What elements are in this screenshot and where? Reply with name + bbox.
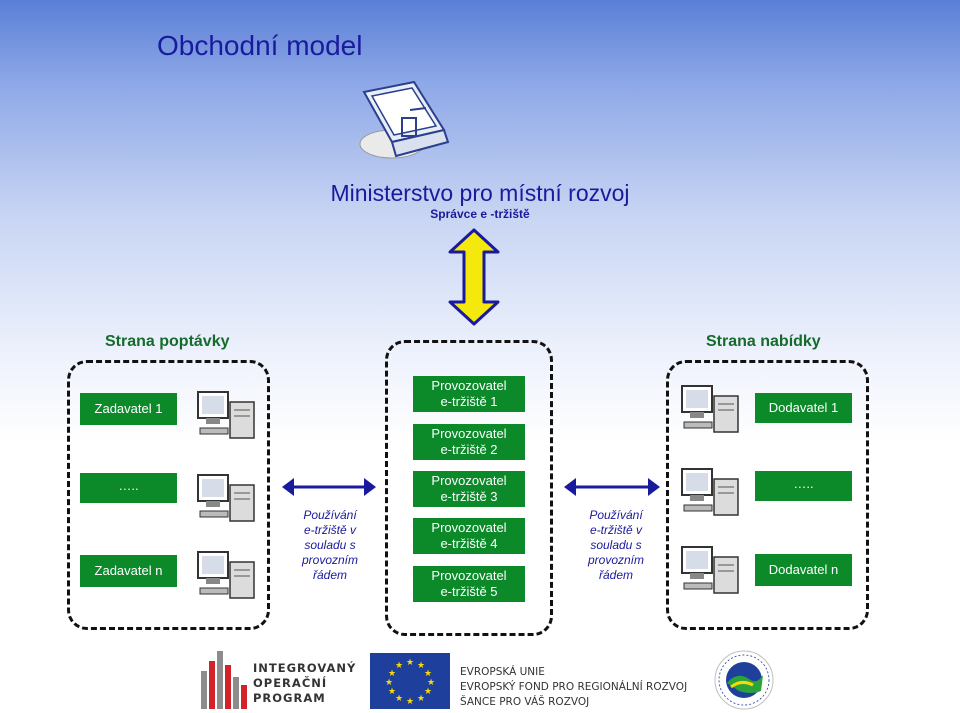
usage-text-right: Používání e-tržiště v souladu s provozní… <box>566 508 666 583</box>
usage-line: souladu s <box>304 538 356 552</box>
eu-line: EVROPSKÝ FOND PRO REGIONÁLNÍ ROZVOJ <box>460 681 688 693</box>
footer-logos: INTEGROVANÝ OPERAČNÍ PROGRAM ★★★ ★★★ ★★★… <box>195 643 810 711</box>
computer-icon <box>681 546 739 594</box>
operator-box: Provozovatel e-tržiště 4 <box>413 518 525 554</box>
supply-item: Dodavatel 1 <box>755 393 852 423</box>
svg-text:★: ★ <box>395 694 403 704</box>
usage-line: e-tržiště v <box>589 523 642 537</box>
ministry-name: Ministerstvo pro místní rozvoj <box>330 180 630 206</box>
usage-text-left: Používání e-tržiště v souladu s provozní… <box>280 508 380 583</box>
svg-text:★: ★ <box>417 694 425 704</box>
operator-line2: e-tržiště 4 <box>440 536 498 552</box>
operator-line2: e-tržiště 5 <box>440 584 498 600</box>
usage-line: Používání <box>303 508 357 522</box>
laptop-icon <box>359 80 450 159</box>
demand-side-label: Strana poptávky <box>105 333 230 350</box>
svg-text:★: ★ <box>406 697 414 707</box>
iop-line: INTEGROVANÝ <box>253 661 357 675</box>
supply-item: Dodavatel n <box>755 554 852 586</box>
usage-line: e-tržiště v <box>303 523 356 537</box>
iop-logo-icon <box>201 651 247 709</box>
iop-line: OPERAČNÍ <box>253 676 328 690</box>
demand-item: Zadavatel 1 <box>80 393 177 425</box>
operator-line2: e-tržiště 1 <box>440 394 498 410</box>
eu-flag-icon: ★★★ ★★★ ★★★ ★★★ <box>370 653 450 709</box>
svg-text:★: ★ <box>427 678 435 688</box>
svg-text:★: ★ <box>385 678 393 688</box>
operator-line1: Provozovatel <box>431 520 507 535</box>
eu-text: EVROPSKÁ UNIE EVROPSKÝ FOND PRO REGIONÁL… <box>460 665 687 710</box>
double-arrow-icon <box>282 478 376 496</box>
supply-item: ….. <box>755 471 852 501</box>
operator-line1: Provozovatel <box>431 426 507 441</box>
eu-line: ŠANCE PRO VÁŠ ROZVOJ <box>460 696 590 708</box>
operator-line1: Provozovatel <box>431 473 507 488</box>
operator-line2: e-tržiště 3 <box>440 489 498 505</box>
usage-line: souladu s <box>590 538 642 552</box>
demand-item: ….. <box>80 473 177 503</box>
operator-line1: Provozovatel <box>431 568 507 583</box>
svg-text:★: ★ <box>388 669 396 679</box>
demand-group <box>67 360 270 630</box>
computer-icon <box>197 551 255 599</box>
eu-line: EVROPSKÁ UNIE <box>460 666 545 678</box>
computer-icon <box>681 468 739 516</box>
iop-text: INTEGROVANÝ OPERAČNÍ PROGRAM <box>253 661 356 706</box>
usage-line: provozním <box>301 553 359 567</box>
usage-line: řádem <box>312 568 347 582</box>
usage-line: provozním <box>587 553 645 567</box>
page-title: Obchodní model <box>157 30 363 61</box>
demand-item: Zadavatel n <box>80 555 177 587</box>
iop-line: PROGRAM <box>253 691 326 705</box>
computer-icon <box>197 474 255 522</box>
computer-icon <box>197 391 255 439</box>
supply-group <box>666 360 869 630</box>
svg-text:★: ★ <box>424 669 432 679</box>
svg-text:★: ★ <box>395 661 403 671</box>
operator-line2: e-tržiště 2 <box>440 442 498 458</box>
usage-line: řádem <box>598 568 633 582</box>
svg-text:★: ★ <box>424 687 432 697</box>
operator-box: Provozovatel e-tržiště 5 <box>413 566 525 602</box>
operator-box: Provozovatel e-tržiště 2 <box>413 424 525 460</box>
double-arrow-icon <box>448 228 500 326</box>
supply-side-label: Strana nabídky <box>706 333 821 350</box>
double-arrow-icon <box>564 478 660 496</box>
svg-text:★: ★ <box>388 687 396 697</box>
svg-text:★: ★ <box>417 661 425 671</box>
operator-box: Provozovatel e-tržiště 1 <box>413 376 525 412</box>
operator-box: Provozovatel e-tržiště 3 <box>413 471 525 507</box>
svg-text:★: ★ <box>406 658 414 668</box>
ministry-role: Správce e -tržiště <box>430 207 530 221</box>
computer-icon <box>681 385 739 433</box>
usage-line: Používání <box>589 508 643 522</box>
operators-group <box>385 340 553 636</box>
operator-line1: Provozovatel <box>431 378 507 393</box>
mmr-seal-icon <box>714 650 774 710</box>
